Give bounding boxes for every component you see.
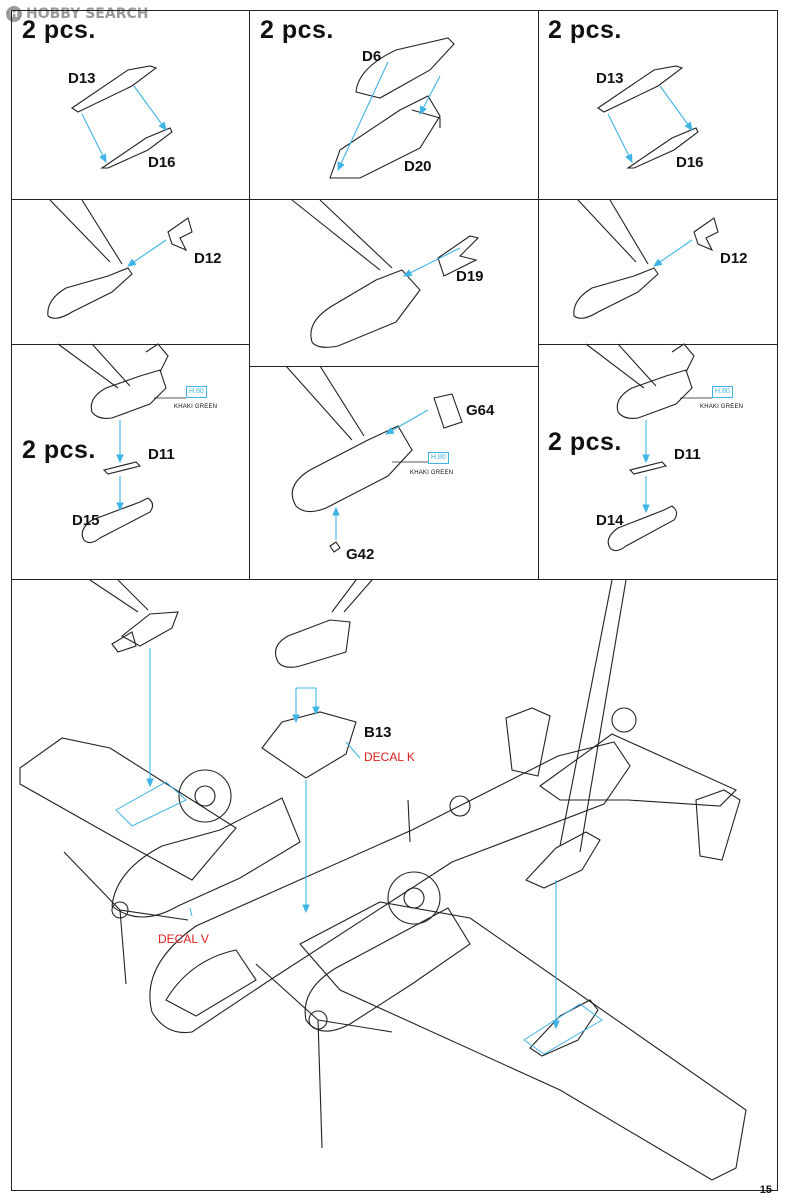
paint-code-chip: H.80 bbox=[186, 386, 207, 398]
part-label-d20: D20 bbox=[404, 158, 432, 175]
part-label-d16: D16 bbox=[676, 154, 704, 171]
part-label-g42: G42 bbox=[346, 546, 375, 563]
paint-name-label: KHAKI GREEN bbox=[174, 404, 218, 410]
part-label-d11: D11 bbox=[674, 446, 701, 463]
decal-v-label: DECAL V bbox=[158, 932, 209, 946]
part-label-d16: D16 bbox=[148, 154, 176, 171]
part-label-b13: B13 bbox=[364, 724, 392, 741]
qty-label-lower-left: 2 pcs. bbox=[22, 436, 96, 464]
paint-name-label: KHAKI GREEN bbox=[410, 470, 454, 476]
part-label-d11: D11 bbox=[148, 446, 175, 463]
paint-name-label: KHAKI GREEN bbox=[700, 404, 744, 410]
page-number: 15 bbox=[759, 1184, 772, 1196]
part-label-d13: D13 bbox=[596, 70, 624, 87]
main-assembly-panel bbox=[11, 579, 778, 1191]
part-label-d15: D15 bbox=[72, 512, 100, 529]
paint-code-chip: H.80 bbox=[428, 452, 449, 464]
qty-label-top-middle: 2 pcs. bbox=[260, 16, 334, 44]
decal-k-label: DECAL K bbox=[364, 750, 415, 764]
qty-label-top-right: 2 pcs. bbox=[548, 16, 622, 44]
part-label-d6: D6 bbox=[362, 48, 382, 65]
qty-label-lower-right: 2 pcs. bbox=[548, 428, 622, 456]
part-label-g64: G64 bbox=[466, 402, 495, 419]
part-label-d12: D12 bbox=[720, 250, 748, 267]
qty-label-top-left: 2 pcs. bbox=[22, 16, 96, 44]
part-label-d14: D14 bbox=[596, 512, 624, 529]
part-label-d19: D19 bbox=[456, 268, 484, 285]
part-label-d12: D12 bbox=[194, 250, 222, 267]
paint-code-chip: H.80 bbox=[712, 386, 733, 398]
part-label-d13: D13 bbox=[68, 70, 96, 87]
